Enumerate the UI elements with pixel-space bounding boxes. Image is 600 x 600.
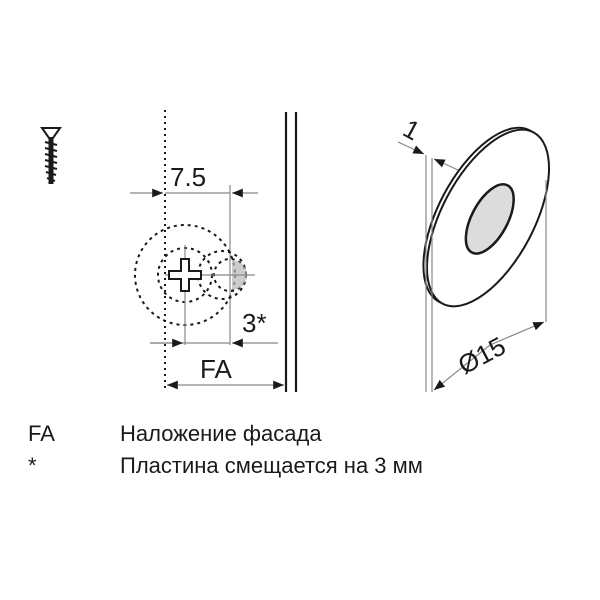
- plate-icon: [422, 126, 551, 308]
- screw-icon: [40, 127, 62, 184]
- legend-item: * Пластина смещается на 3 мм: [28, 450, 423, 482]
- shift-dimension: 3*: [150, 308, 278, 348]
- legend-description: Наложение фасада: [120, 421, 322, 446]
- legend: FA Наложение фасада * Пластина смещается…: [28, 418, 423, 482]
- diameter-label: Ø15: [453, 331, 510, 381]
- legend-item: FA Наложение фасада: [28, 418, 423, 450]
- legend-key: FA: [28, 421, 55, 446]
- legend-key: *: [28, 453, 37, 478]
- shift-label: 3*: [242, 308, 267, 338]
- overlay-dimension: FA: [167, 354, 284, 390]
- door-panel: [284, 112, 298, 392]
- thickness-label: 1: [398, 113, 425, 146]
- screw-head-cross-icon: [165, 245, 255, 345]
- offset-dimension: 7.5: [130, 162, 258, 345]
- offset-label: 7.5: [170, 162, 206, 192]
- overlay-label: FA: [200, 354, 232, 384]
- legend-description: Пластина смещается на 3 мм: [120, 453, 423, 478]
